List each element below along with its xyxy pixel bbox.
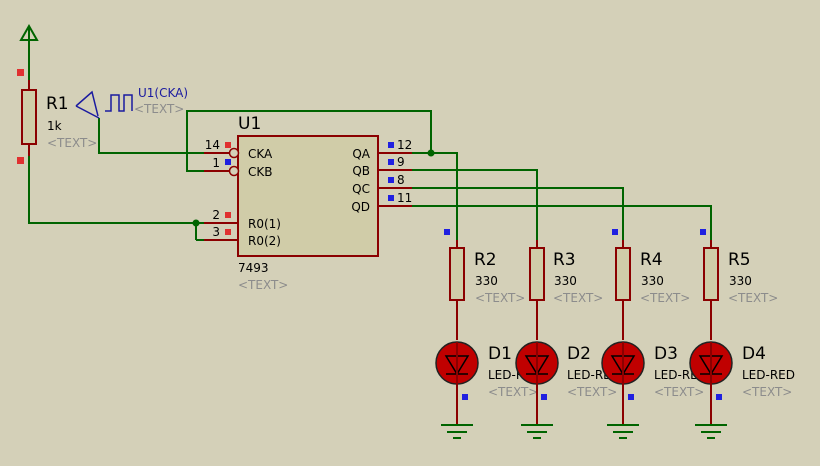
wire-r1-to-reset — [28, 146, 196, 224]
resistor-r5[interactable]: R5 330 <TEXT> — [700, 229, 778, 340]
ic-placeholder-label: <TEXT> — [238, 278, 288, 292]
d3-ref-label: D3 — [654, 344, 678, 364]
d2-placeholder-label: <TEXT> — [567, 385, 617, 399]
resistor-body — [529, 247, 545, 301]
r3-placeholder-label: <TEXT> — [553, 291, 603, 305]
r3-ref-label: R3 — [553, 250, 576, 270]
pin-number-qc: 8 — [397, 173, 405, 187]
r4-value-label: 330 — [641, 274, 664, 288]
pin-marker — [388, 142, 394, 148]
d4-ref-label: D4 — [742, 344, 766, 364]
r1-value-label: 1k — [47, 119, 62, 133]
r4-ref-label: R4 — [640, 250, 663, 270]
ic-ref-label: U1 — [238, 114, 261, 134]
d1-ref-label: D1 — [488, 344, 512, 364]
pin-marker — [716, 394, 722, 400]
pin-marker — [541, 394, 547, 400]
wire-qb-to-r3 — [397, 169, 538, 248]
resistor-r2[interactable]: R2 330 <TEXT> — [444, 229, 525, 340]
wires — [28, 40, 712, 248]
pin-marker — [225, 159, 231, 165]
resistor-r3[interactable]: R3 330 <TEXT> — [529, 240, 603, 340]
pin-marker — [17, 157, 24, 164]
junction-qa — [427, 149, 435, 157]
generator-label: U1(CKA) — [138, 86, 188, 100]
pin-name-r01: R0(1) — [248, 217, 281, 231]
pin-marker — [225, 229, 231, 235]
d1-placeholder-label: <TEXT> — [488, 385, 538, 399]
d2-ref-label: D2 — [567, 344, 591, 364]
pin-name-qa: QA — [352, 147, 370, 161]
r2-placeholder-label: <TEXT> — [475, 291, 525, 305]
pin-name-qd: QD — [351, 200, 370, 214]
ground-3 — [607, 424, 639, 439]
pin-marker — [388, 195, 394, 201]
wire-qc-to-r4 — [397, 187, 624, 248]
pin-marker — [700, 229, 706, 235]
pin-marker — [444, 229, 450, 235]
wire-qd-to-r5 — [397, 205, 712, 248]
pin-name-ckb: CKB — [248, 165, 272, 179]
r5-placeholder-label: <TEXT> — [728, 291, 778, 305]
ground-1 — [441, 424, 473, 439]
pin-marker — [388, 159, 394, 165]
resistor-body — [615, 247, 631, 301]
r2-ref-label: R2 — [474, 250, 497, 270]
pin-number-ckb: 1 — [212, 156, 220, 170]
pin-marker — [17, 69, 24, 76]
pin-name-qc: QC — [352, 182, 370, 196]
resistor-r4[interactable]: R4 330 <TEXT> — [612, 229, 690, 340]
r1-placeholder-label: <TEXT> — [47, 136, 97, 150]
pin-number-r01: 2 — [212, 208, 220, 222]
ground-2 — [521, 424, 553, 439]
r5-ref-label: R5 — [728, 250, 751, 270]
resistor-body — [21, 89, 37, 145]
resistor-body — [449, 247, 465, 301]
d4-value-label: LED-RED — [742, 368, 795, 382]
pin-marker — [628, 394, 634, 400]
junction-reset — [192, 219, 200, 227]
pin-marker — [225, 212, 231, 218]
pin-number-r02: 3 — [212, 225, 220, 239]
wire-qa-to-r2 — [397, 152, 458, 248]
generator-probe-line — [75, 105, 100, 119]
pin-marker — [388, 177, 394, 183]
inverter-bubble-ckb-icon — [228, 165, 240, 177]
clock-generator[interactable]: U1(CKA) <TEXT> — [75, 86, 188, 119]
square-wave-icon — [105, 94, 133, 112]
r5-value-label: 330 — [729, 274, 752, 288]
pin-number-qd: 11 — [397, 191, 412, 205]
r3-value-label: 330 — [554, 274, 577, 288]
pin-name-cka: CKA — [248, 147, 273, 161]
ic-body — [237, 135, 379, 257]
pin-name-qb: QB — [352, 164, 370, 178]
pin-marker — [225, 142, 231, 148]
power-terminal[interactable] — [19, 23, 39, 41]
wire-generator-to-cka — [98, 118, 226, 154]
ic-part-label: 7493 — [238, 261, 269, 275]
pin-marker — [462, 394, 468, 400]
pin-name-r02: R0(2) — [248, 234, 281, 248]
pin-number-qb: 9 — [397, 155, 405, 169]
resistor-r1[interactable]: R1 1k <TEXT> — [17, 69, 97, 164]
resistor-body — [703, 247, 719, 301]
r4-placeholder-label: <TEXT> — [640, 291, 690, 305]
ground-4 — [695, 424, 727, 439]
generator-probe-icon — [75, 90, 99, 117]
pin-number-cka: 14 — [205, 138, 220, 152]
pin-number-qa: 12 — [397, 138, 412, 152]
inverter-bubble-cka-icon — [228, 147, 240, 159]
d4-placeholder-label: <TEXT> — [742, 385, 792, 399]
d3-placeholder-label: <TEXT> — [654, 385, 704, 399]
r1-ref-label: R1 — [46, 94, 69, 114]
generator-placeholder-label: <TEXT> — [134, 102, 184, 116]
pin-marker — [612, 229, 618, 235]
r2-value-label: 330 — [475, 274, 498, 288]
wire-qa-feedback — [186, 110, 432, 172]
ic-u1[interactable]: U1 7493 <TEXT> 14 CKA 1 CKB 2 R0(1) 3 R0… — [204, 114, 412, 292]
led-d4[interactable]: D4 LED-RED <TEXT> — [689, 341, 795, 425]
